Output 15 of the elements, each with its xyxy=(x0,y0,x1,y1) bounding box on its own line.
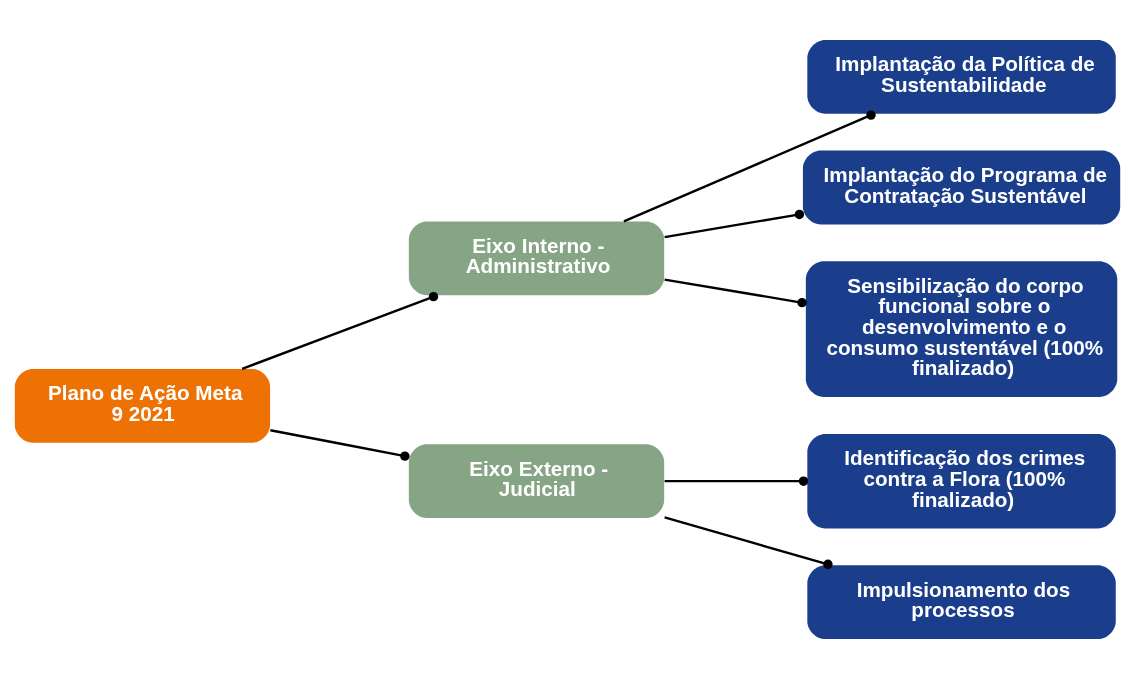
node-box: Impulsionamento dos processos xyxy=(807,564,1116,639)
node-box: Identificação dos crimes contra a Flora (100% finalizado) xyxy=(807,433,1116,528)
connector xyxy=(623,109,876,222)
node-box: Implantação da Política de Sustentabilidade xyxy=(807,39,1116,114)
connector xyxy=(664,515,833,569)
connector xyxy=(664,209,805,238)
connector xyxy=(664,277,807,307)
connector xyxy=(241,291,439,370)
node-box: Sensibilização do corpo funcional sobre o desenvolvimento e o consumo sustentável (100% finalizado) xyxy=(805,260,1118,397)
connector xyxy=(664,475,809,486)
connector xyxy=(270,428,410,461)
node-box: Eixo Externo - Judicial xyxy=(408,443,665,518)
node-box: Eixo Interno - Administrativo xyxy=(408,220,665,295)
node-box: Plano de Ação Meta 9 2021 xyxy=(14,368,271,443)
node-box: Implantação do Programa de Contratação Sustentável xyxy=(802,150,1121,224)
